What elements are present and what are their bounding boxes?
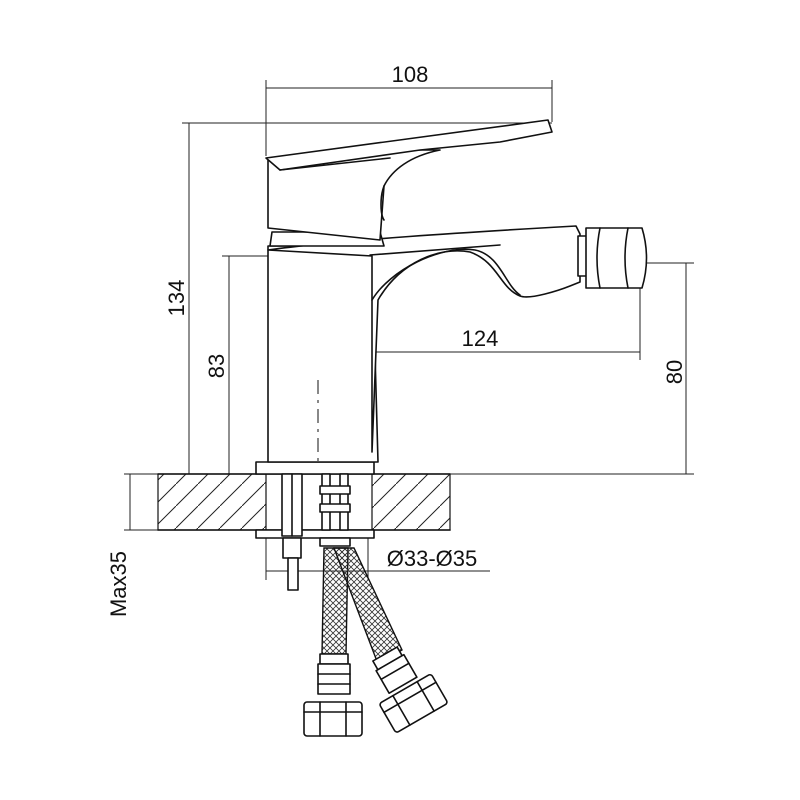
dimension-height-spout: 83 <box>204 354 229 378</box>
countertop-section <box>157 473 451 531</box>
dimension-hole-diameter: Ø33-Ø35 <box>387 546 478 571</box>
dimension-width-total: 108 <box>392 62 429 87</box>
dimension-height-total: 134 <box>164 280 189 317</box>
dimension-height-outlet: 80 <box>662 360 687 384</box>
faucet-body <box>265 119 648 463</box>
dimension-max-thickness: Max35 <box>106 551 131 617</box>
dimension-reach: 124 <box>462 326 499 351</box>
flexible-hoses <box>303 547 448 737</box>
